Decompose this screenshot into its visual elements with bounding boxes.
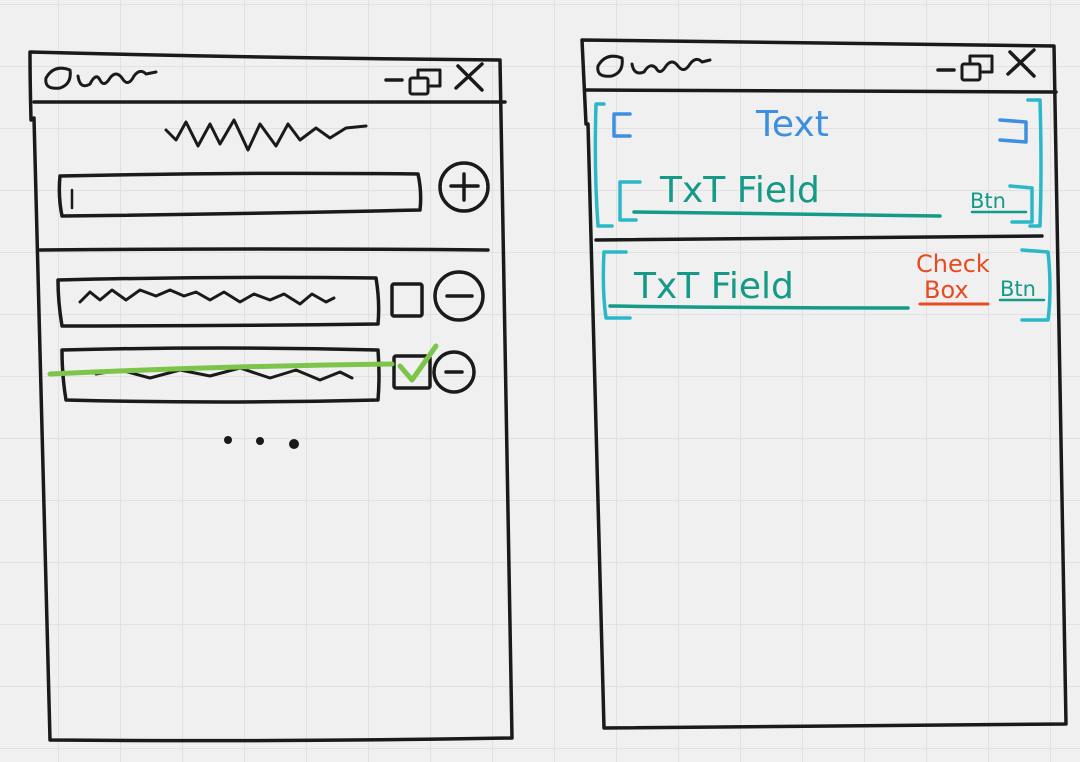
right-window-frame xyxy=(580,38,1068,730)
plus-icon xyxy=(438,161,490,213)
left-section-divider xyxy=(38,247,490,252)
header-text-field-label[interactable]: TxT Field xyxy=(659,170,820,211)
right-titlebar-divider xyxy=(584,88,1058,94)
item-text-field[interactable] xyxy=(56,275,381,328)
item-text-scribble xyxy=(78,288,336,306)
strike-through-line xyxy=(47,361,395,377)
todo-item xyxy=(56,270,485,328)
completed-marks xyxy=(47,343,439,383)
checkmark-icon xyxy=(397,343,439,383)
item-button-label[interactable]: Btn xyxy=(1000,277,1036,301)
close-icon[interactable] xyxy=(454,62,484,92)
logo-scribble xyxy=(44,66,158,90)
item-checkbox[interactable] xyxy=(392,354,432,390)
list-item-container xyxy=(601,248,1052,322)
right-section-divider xyxy=(594,234,1044,242)
header-container xyxy=(593,98,1043,228)
left-titlebar-divider xyxy=(32,99,507,104)
item-checkbox[interactable] xyxy=(390,282,424,318)
title-scribble xyxy=(164,118,368,152)
add-button[interactable] xyxy=(438,161,490,213)
close-icon[interactable] xyxy=(1006,48,1036,78)
item-text-field[interactable] xyxy=(60,346,381,404)
minus-icon xyxy=(433,270,485,322)
item-checkbox-label-check[interactable]: Check xyxy=(916,250,990,278)
text-label-brackets xyxy=(612,112,1028,144)
item-text-field-underline[interactable] xyxy=(608,304,910,310)
minus-icon xyxy=(432,350,476,394)
header-text-label: Text xyxy=(755,104,829,145)
header-field-bracket xyxy=(618,180,1034,224)
item-checkbox-label-box[interactable]: Box xyxy=(924,276,969,304)
left-window xyxy=(28,50,514,743)
more-indicator xyxy=(224,436,299,449)
header-text-field-underline[interactable] xyxy=(632,210,942,218)
item-text-field-label[interactable]: TxT Field xyxy=(633,266,794,307)
remove-button[interactable] xyxy=(433,270,485,322)
logo-scribble xyxy=(596,54,712,78)
header-button-label[interactable]: Btn xyxy=(970,189,1006,213)
remove-button[interactable] xyxy=(432,350,476,394)
left-window-frame xyxy=(28,50,514,743)
restore-icon[interactable] xyxy=(408,68,442,96)
todo-item xyxy=(60,346,476,404)
right-window xyxy=(580,38,1068,730)
new-item-input[interactable] xyxy=(57,171,423,218)
restore-icon[interactable] xyxy=(960,54,994,82)
